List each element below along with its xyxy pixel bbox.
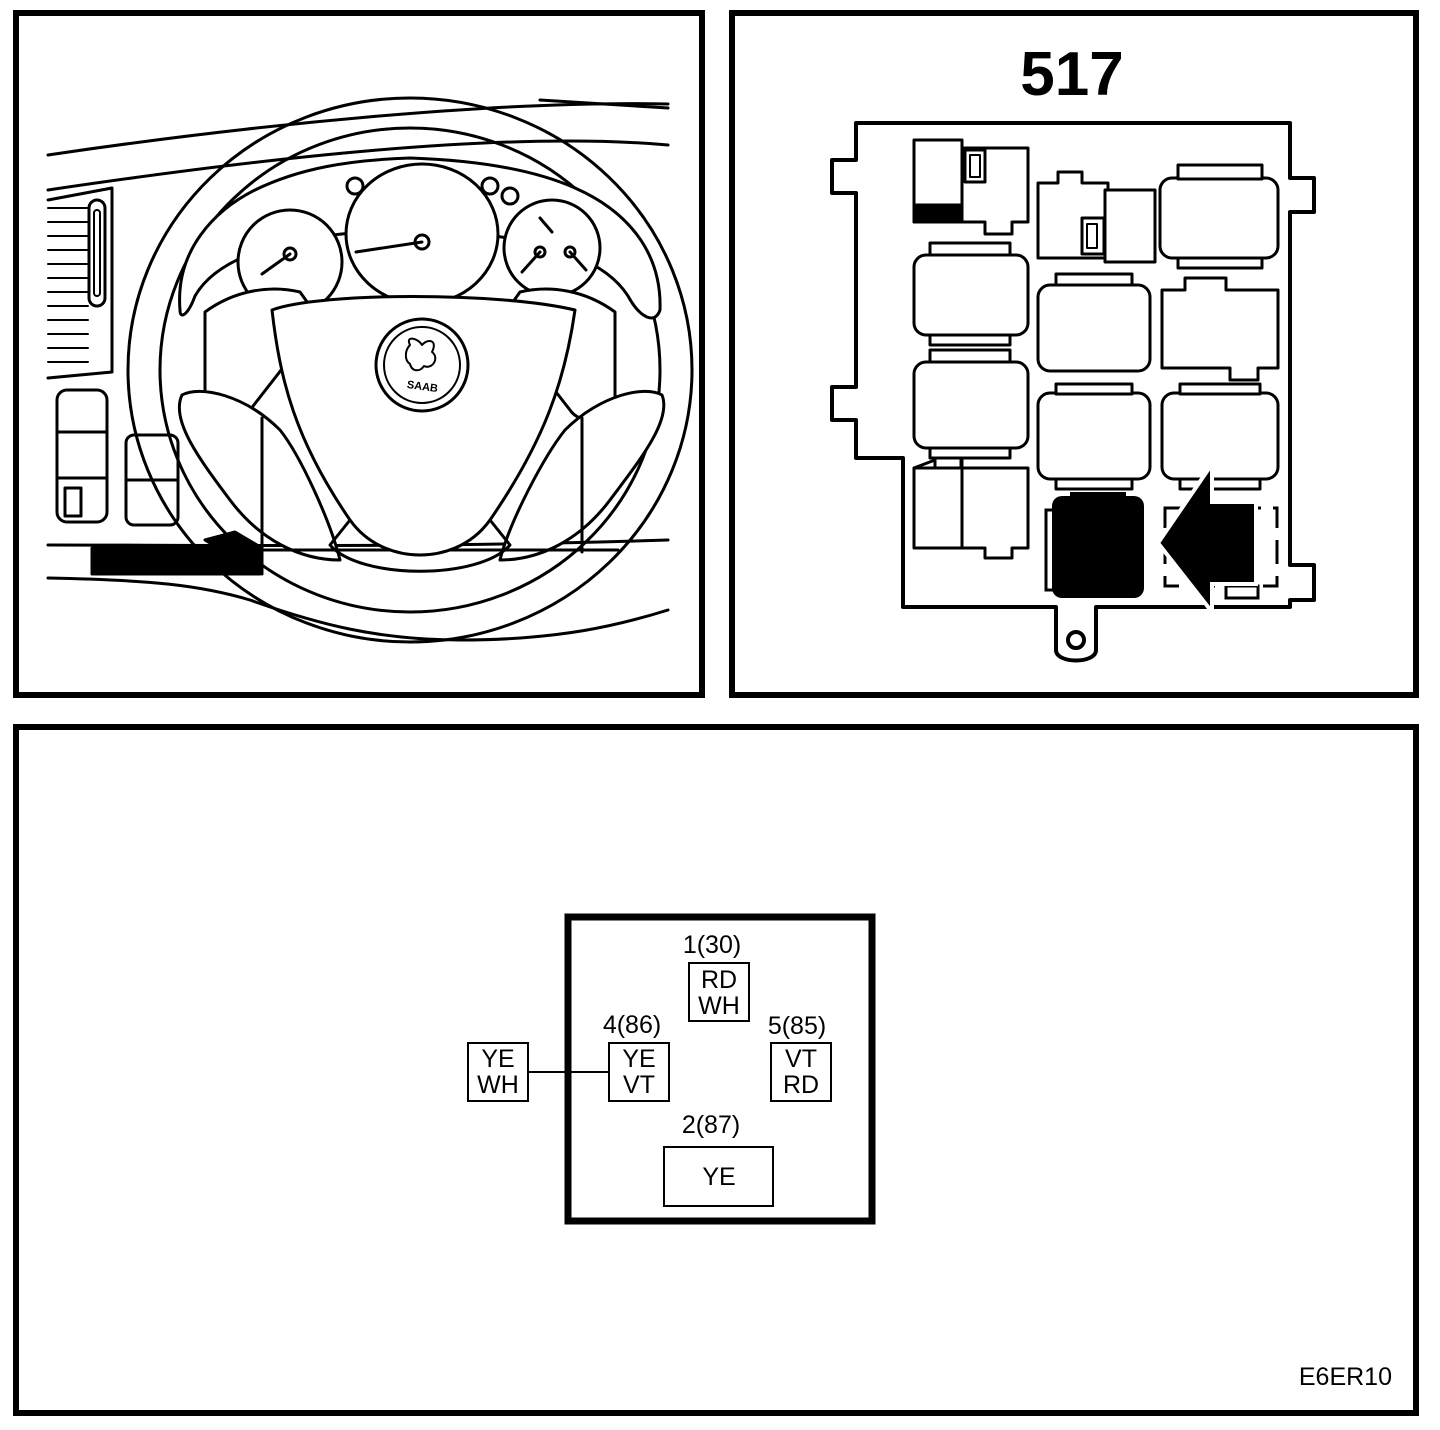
external-wire-bottom: WH: [477, 1071, 519, 1099]
dashboard-panel: SAAB: [13, 10, 705, 698]
saab-badge-outer: [374, 317, 470, 413]
pin-1-label: 1(30): [683, 931, 741, 959]
external-wire-top: YE: [481, 1045, 514, 1073]
dash-top-line-2: [46, 139, 670, 192]
relay-box-label: 517: [1020, 40, 1123, 109]
hood-release-lever: [90, 546, 262, 576]
air-vent: [46, 186, 114, 380]
pointer-arrow-icon: [1155, 457, 1258, 618]
pin-4: 4(86) YE VT: [603, 1011, 670, 1102]
relay-slot: [912, 360, 1030, 450]
steering-wheel-rim-inner: [158, 126, 662, 614]
pin-5-label: 5(85): [768, 1012, 826, 1040]
griffin-logo-icon: [404, 337, 437, 372]
pin-5-wire-top: VT: [785, 1045, 817, 1073]
pin-2-label: 2(87): [682, 1111, 740, 1139]
pin-2: 2(87) YE: [663, 1111, 774, 1207]
pin-2-wire: YE: [702, 1163, 735, 1191]
pin-1: 1(30) RD WH: [683, 931, 750, 1022]
connector-panel: 1(30) RD WH 4(86) YE VT 5(85) VT RD 2(87…: [13, 724, 1419, 1416]
relay-box-panel: 517: [729, 10, 1419, 698]
pin-4-label: 4(86): [603, 1011, 661, 1039]
pin-4-wire-bottom: VT: [623, 1071, 655, 1099]
relay-slot: [1160, 276, 1280, 382]
relay-slot: [1160, 391, 1280, 481]
pin-1-wire-top: RD: [701, 966, 737, 994]
pin-4-wire-top: YE: [622, 1045, 655, 1073]
relay-slots: [912, 138, 1280, 560]
figure-code: E6ER10: [1299, 1363, 1392, 1391]
pin-1-wire-bottom: WH: [698, 992, 740, 1020]
external-wire: YE WH: [467, 1042, 609, 1102]
relay-slot: [1036, 391, 1152, 481]
saab-badge-text: SAAB: [406, 379, 439, 395]
relay-slot: [912, 466, 1030, 560]
instrument-cluster: [236, 162, 602, 316]
steering-wheel-rim-outer: [126, 96, 694, 644]
relay-slot: [912, 253, 1030, 337]
airbag-cover: [270, 295, 577, 557]
relay-slot: [1158, 176, 1280, 260]
switch-panel: [55, 388, 180, 527]
pin-5: 5(85) VT RD: [768, 1012, 832, 1102]
relay-box-outline: [830, 121, 1316, 663]
pin-5-wire-bottom: RD: [783, 1071, 819, 1099]
relay-slot: [1036, 283, 1152, 373]
